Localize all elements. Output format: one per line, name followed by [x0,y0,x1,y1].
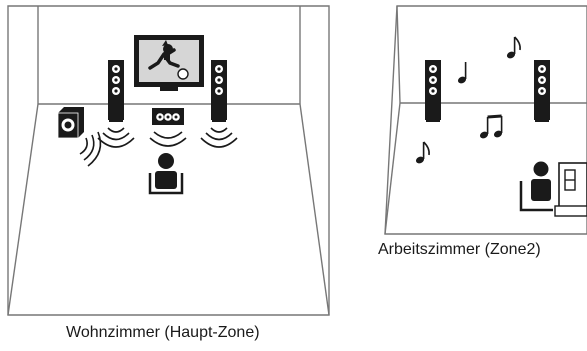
front-left-speaker-icon [108,60,124,122]
zone2-label: Arbeitszimmer (Zone2) [378,241,541,258]
front-right-speaker-icon [211,60,227,122]
main-zone-label: Wohnzimmer (Haupt-Zone) [66,324,260,341]
right-speaker-icon [534,60,550,122]
music-note-icon [414,36,521,166]
main-room [7,5,330,316]
left-speaker-icon [425,60,441,122]
listener-icon [148,151,184,195]
zone2-room [384,5,587,235]
tv-icon [134,35,204,91]
center-speaker-icon [152,108,184,125]
listener-at-desk-icon [519,161,587,217]
sound-wave-icon [79,127,238,167]
subwoofer-icon [57,107,84,139]
